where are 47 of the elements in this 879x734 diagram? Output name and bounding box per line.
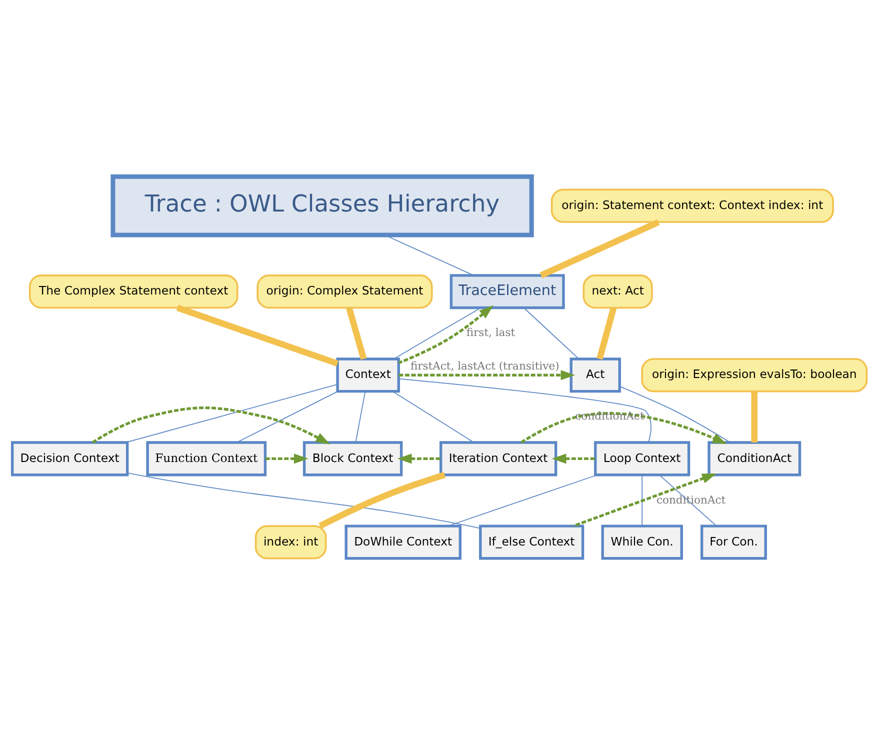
connector — [398, 378, 652, 442]
connector — [125, 384, 338, 442]
connector — [346, 306, 367, 360]
arrow — [265, 453, 308, 464]
node-box: While Con. — [601, 524, 683, 560]
node-box: index: int — [254, 524, 327, 559]
node-box: For Con. — [700, 524, 767, 560]
node-box: Block Context — [302, 440, 403, 476]
connector — [596, 306, 617, 360]
node-box: origin: Statement context: Context index: int — [550, 188, 834, 222]
arrow — [398, 304, 494, 364]
arrow — [552, 453, 596, 464]
arrow — [397, 453, 441, 464]
node-box: Iteration Context — [440, 440, 558, 476]
node-box: Trace : OWL Classes Hierarchy — [110, 174, 534, 237]
node-box: Loop Context — [594, 440, 690, 476]
connector — [642, 474, 643, 526]
arrow — [92, 406, 330, 444]
arrow — [572, 472, 717, 527]
connector — [540, 218, 660, 278]
connector — [392, 390, 474, 442]
connector — [448, 474, 598, 526]
edge-label: first, last — [466, 326, 516, 339]
connector — [355, 390, 366, 442]
node-box: origin: Expression evalsTo: boolean — [641, 358, 868, 392]
node-box: Context — [336, 357, 400, 392]
connector — [394, 306, 482, 359]
node-box: ConditionAct — [708, 440, 802, 476]
connector — [620, 385, 731, 442]
node-box: DoWhile Context — [344, 524, 462, 560]
node-box: If_else Context — [479, 524, 584, 560]
node-box: next: Act — [582, 274, 653, 308]
connector — [236, 390, 338, 442]
node-box: The Complex Statement context — [28, 274, 238, 308]
edge-label: firstAct, lastAct (transitive) — [410, 358, 560, 372]
connector — [523, 306, 580, 359]
node-box: Decision Context — [10, 440, 129, 476]
node-box: Function Context — [146, 440, 267, 476]
arrow — [398, 370, 576, 380]
connector — [176, 304, 339, 366]
node-box: origin: Complex Statement — [256, 274, 433, 308]
connector — [751, 390, 758, 442]
node-box: Act — [570, 357, 621, 392]
connector — [127, 472, 481, 528]
arrow — [520, 412, 727, 444]
node-box: TraceElement — [450, 274, 565, 309]
connector — [318, 471, 446, 528]
